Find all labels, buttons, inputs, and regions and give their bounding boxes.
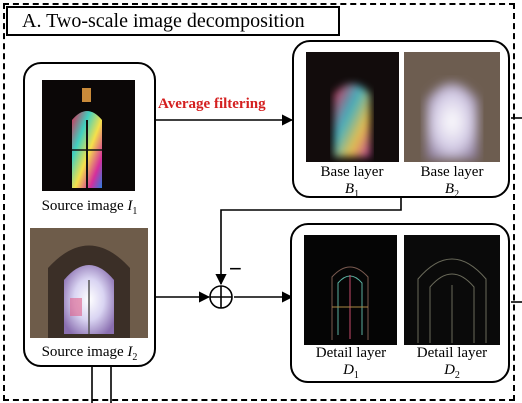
- source-images-box: Source image I1 Source image I2: [23, 62, 156, 367]
- source-image-2: [30, 228, 148, 338]
- detail-caption-2: Detail layer D2: [416, 345, 488, 381]
- arrow-base-to-operator: [215, 198, 402, 286]
- decomposition-frame: [3, 3, 515, 401]
- base-caption-1: Base layer B1: [320, 164, 384, 200]
- base-layers-box: Base layer B1 Base layer B2: [292, 40, 510, 200]
- base-layer-image-1: [306, 52, 399, 162]
- detail-layer-image-1: [304, 235, 397, 345]
- source-caption-2: Source image I2: [41, 344, 138, 363]
- detail-caption-1: Detail layer D1: [315, 345, 387, 381]
- average-filtering-label: Average filtering: [158, 96, 266, 112]
- source-image-1: [42, 80, 135, 191]
- source-caption-1: Source image I1: [41, 198, 138, 217]
- section-title: A. Two-scale image decomposition: [6, 6, 340, 36]
- minus-sign: −: [229, 256, 242, 281]
- base-layer-image-2: [404, 52, 500, 162]
- detail-layers-box: Detail layer D1 Detail layer D2: [290, 223, 510, 383]
- detail-layer-image-2: [404, 235, 500, 345]
- base-caption-2: Base layer B2: [420, 164, 484, 200]
